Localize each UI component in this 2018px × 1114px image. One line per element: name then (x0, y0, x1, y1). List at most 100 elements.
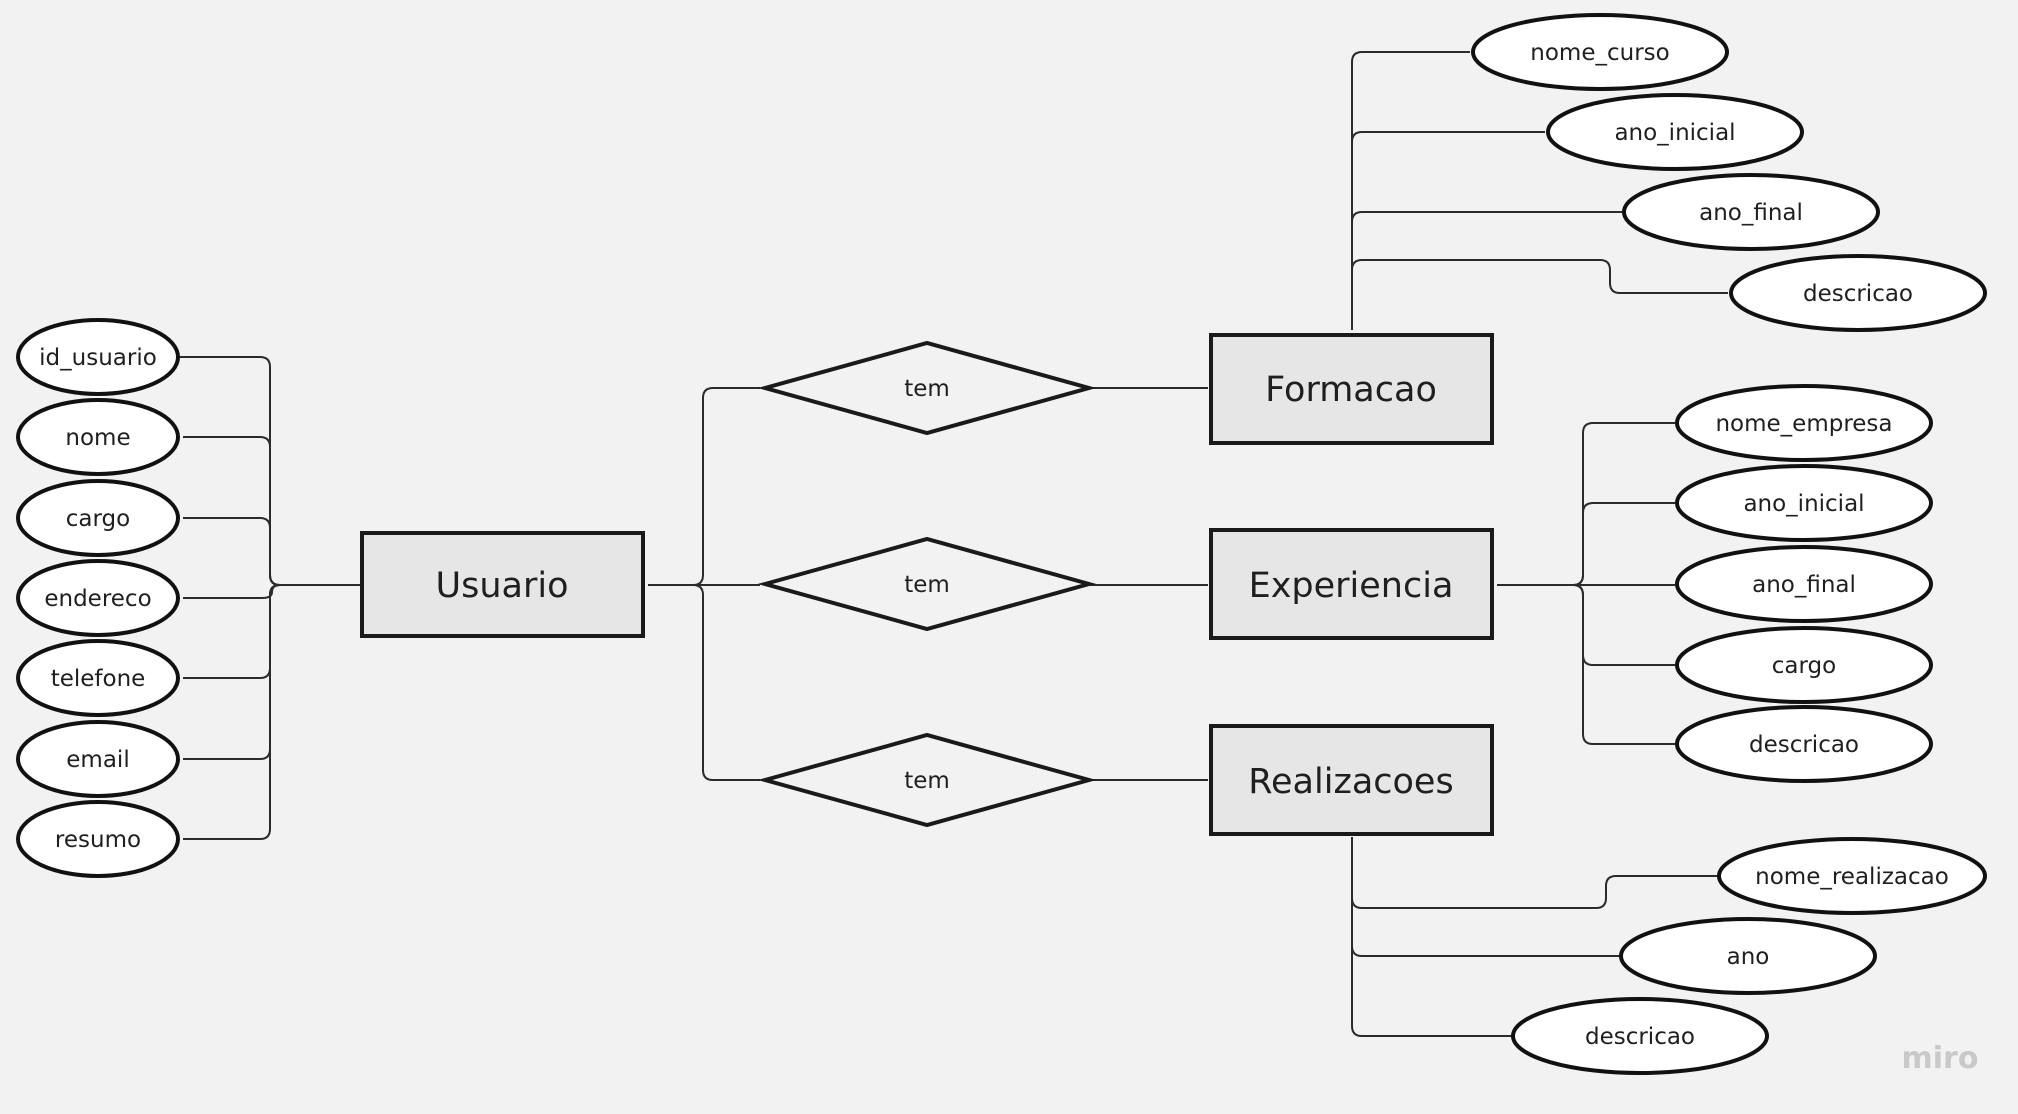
connector-usuario-resumo (183, 584, 281, 840)
connector-realizacoes-nome_realizacao (1351, 837, 1717, 909)
attribute-label: resumo (55, 827, 141, 853)
usuario-attributes: id_usuario nome cargo endereco telefone … (16, 318, 180, 878)
attribute-label: ano (1727, 944, 1770, 970)
relationship-usuario-formacao[interactable]: tem (757, 340, 1097, 436)
connector-formacao-ano_final (1351, 211, 1622, 330)
connector-usuario-cargo (183, 517, 281, 586)
attribute-label: descricao (1585, 1024, 1695, 1050)
miro-watermark: miro (1902, 1041, 1979, 1076)
entity-box (360, 531, 645, 638)
attribute-label: nome (65, 425, 130, 451)
relationship-diamond (757, 732, 1097, 828)
connector-usuario-endereco (183, 584, 281, 599)
connector-usuario-nome (183, 436, 281, 586)
connector-usuario-email (183, 584, 281, 760)
attribute-ellipse (16, 559, 180, 637)
relationship-diamond (757, 536, 1097, 632)
connector-usuario-rel-formacao (648, 387, 760, 586)
relationship-label: tem (904, 376, 950, 402)
attribute-ano[interactable]: ano (1619, 917, 1877, 995)
attribute-ellipse (1622, 173, 1880, 251)
attribute-descricao[interactable]: descricao (1511, 997, 1769, 1075)
relationship-diamond (757, 340, 1097, 436)
attribute-cargo[interactable]: cargo (16, 479, 180, 557)
attribute-ellipse (1717, 837, 1987, 915)
attribute-nome[interactable]: nome (16, 398, 180, 476)
attribute-label: nome_curso (1530, 40, 1669, 66)
attribute-ellipse (16, 720, 180, 798)
attribute-ellipse (16, 800, 180, 878)
entity-box (1209, 724, 1494, 836)
entity-formacao[interactable]: Formacao (1209, 333, 1494, 445)
attribute-descricao[interactable]: descricao (1675, 705, 1933, 783)
attribute-ellipse (1471, 13, 1729, 91)
attribute-label: nome_realizacao (1755, 864, 1949, 890)
connector-formacao-nome_curso (1351, 51, 1470, 330)
entity-box (1209, 528, 1494, 640)
attribute-cargo[interactable]: cargo (1675, 626, 1933, 704)
connector-experiencia-ano_inicial (1497, 502, 1675, 586)
attribute-ellipse (1675, 626, 1933, 704)
attribute-ellipse (16, 318, 180, 396)
attribute-ellipse (1546, 93, 1804, 171)
attribute-label: telefone (51, 666, 146, 692)
entity-label: Formacao (1265, 370, 1437, 410)
attribute-ano_inicial[interactable]: ano_inicial (1675, 464, 1933, 542)
formacao-attributes: nome_curso ano_inicial ano_final descric… (1471, 13, 1987, 332)
attribute-label: ano_inicial (1743, 491, 1864, 517)
attribute-ellipse (1619, 917, 1877, 995)
connector-realizacoes-descricao (1351, 837, 1512, 1037)
entity-realizacoes[interactable]: Realizacoes (1209, 724, 1494, 836)
attribute-label: nome_empresa (1715, 411, 1892, 437)
entity-label: Experiencia (1249, 566, 1454, 606)
relationship-usuario-realizacoes[interactable]: tem (757, 732, 1097, 828)
attribute-descricao[interactable]: descricao (1729, 254, 1987, 332)
entity-usuario[interactable]: Usuario (360, 531, 645, 638)
attribute-resumo[interactable]: resumo (16, 800, 180, 878)
attribute-endereco[interactable]: endereco (16, 559, 180, 637)
attribute-ellipse (16, 398, 180, 476)
connector-usuario-rel-realizacoes (648, 584, 760, 781)
attribute-label: id_usuario (39, 345, 157, 371)
connector-experiencia-descricao (1497, 584, 1675, 745)
realizacoes-attributes: nome_realizacao ano descricao (1511, 837, 1987, 1075)
attribute-telefone[interactable]: telefone (16, 639, 180, 717)
entity-box (1209, 333, 1494, 445)
attribute-id_usuario[interactable]: id_usuario (16, 318, 180, 396)
connector-experiencia-cargo (1497, 584, 1675, 666)
relationship-label: tem (904, 768, 950, 794)
attribute-email[interactable]: email (16, 720, 180, 798)
attribute-ano_final[interactable]: ano_final (1622, 173, 1880, 251)
attribute-ellipse (1675, 705, 1933, 783)
attribute-ellipse (1675, 464, 1933, 542)
attribute-ellipse (16, 479, 180, 557)
entity-label: Realizacoes (1248, 762, 1453, 802)
connector-realizacoes-ano (1351, 837, 1620, 957)
attribute-label: ano_inicial (1614, 120, 1735, 146)
attribute-ellipse (1729, 254, 1987, 332)
attribute-ellipse (1675, 545, 1933, 623)
attribute-label: descricao (1749, 732, 1859, 758)
attribute-label: ano_final (1699, 200, 1803, 226)
connectors (178, 51, 1728, 1037)
entity-experiencia[interactable]: Experiencia (1209, 528, 1494, 640)
attribute-ano_final[interactable]: ano_final (1675, 545, 1933, 623)
experiencia-attributes: nome_empresa ano_inicial ano_final cargo… (1675, 384, 1933, 783)
attribute-ellipse (1675, 384, 1933, 462)
attribute-label: ano_final (1752, 572, 1856, 598)
attribute-nome_empresa[interactable]: nome_empresa (1675, 384, 1933, 462)
relationship-usuario-experiencia[interactable]: tem (757, 536, 1097, 632)
connector-formacao-ano_inicial (1351, 131, 1545, 330)
attribute-ellipse (16, 639, 180, 717)
attribute-label: descricao (1803, 281, 1913, 307)
attribute-ellipse (1511, 997, 1769, 1075)
attribute-label: cargo (1772, 653, 1836, 679)
connector-formacao-descricao (1351, 259, 1728, 330)
attribute-label: email (66, 747, 129, 773)
attribute-nome_curso[interactable]: nome_curso (1471, 13, 1729, 91)
attribute-label: cargo (66, 506, 130, 532)
relationship-label: tem (904, 572, 950, 598)
attribute-nome_realizacao[interactable]: nome_realizacao (1717, 837, 1987, 915)
attribute-ano_inicial[interactable]: ano_inicial (1546, 93, 1804, 171)
